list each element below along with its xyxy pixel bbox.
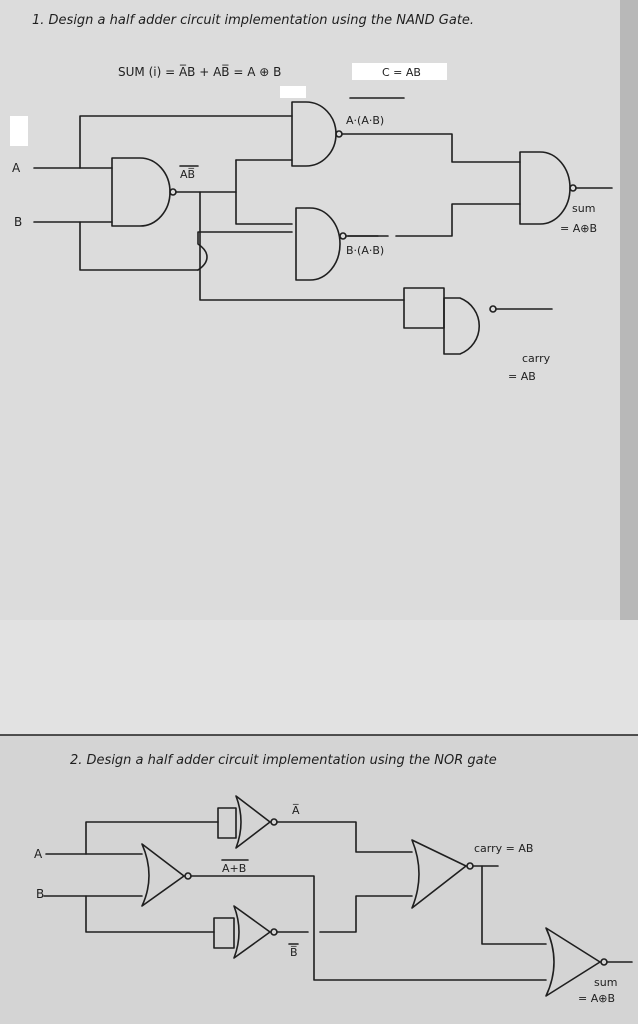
wire-nand1-carry: [199, 191, 405, 301]
problem2-title: 2. Design a half adder circuit implement…: [70, 753, 497, 768]
wire-b-down: [79, 221, 199, 271]
nor-not-a-gate: [235, 795, 271, 849]
sum-label: sum: [572, 202, 595, 215]
input-a-label: A: [12, 161, 21, 175]
nand-gate-sum: [519, 151, 571, 225]
nor-sum-value: = A⊕B: [578, 992, 615, 1005]
nor-not-b-gate: [233, 905, 271, 959]
highlight-patch: [280, 86, 306, 98]
sum-equation: SUM (i) = A̅B + AB̅ = A ⊕ B: [118, 64, 281, 79]
nor-wire-a-up: [85, 821, 219, 855]
nand-gate-1: [111, 157, 171, 227]
nand-gate-3: [295, 207, 341, 281]
wire-nand1-split: [235, 159, 293, 225]
nor-input-b-label: B: [36, 887, 44, 901]
nor-wire-sum: [190, 875, 547, 981]
paper-lower-sheet: [0, 735, 638, 1024]
nor-wire-not-a: [276, 821, 413, 853]
nand3-output-label: B·(A·B): [346, 244, 384, 257]
nor-sum-label: sum: [594, 976, 617, 989]
nor-gate-a-plus-b: [141, 843, 185, 907]
not-b-label: B̅: [290, 946, 298, 959]
nand-gate-2: [291, 101, 337, 167]
carry-value: = AB: [508, 370, 536, 383]
not-a-label: A̅: [292, 804, 300, 817]
carry-equation-box: [352, 63, 447, 80]
nor-output-label: A+B: [222, 862, 246, 875]
nor-wire-not-b: [276, 895, 413, 933]
paper-band: [0, 620, 638, 735]
input-b-label: B: [14, 215, 22, 229]
nand2-output-label: A·(A·B): [346, 114, 384, 127]
not-b-input-tie: [213, 917, 235, 949]
highlight-mark: [10, 116, 28, 146]
wire-a-up: [79, 115, 293, 169]
not-a-input-tie: [217, 807, 237, 839]
nor-input-a-label: A: [34, 847, 43, 861]
carry-label: carry: [522, 352, 551, 365]
nor-gate-sum: [545, 927, 601, 997]
page-edge-shadow: [620, 0, 638, 620]
nor-carry-label: carry = AB: [474, 842, 533, 855]
wire-b-to-nand3: [197, 231, 293, 271]
wire-nand2-out: [341, 133, 521, 163]
nor-wire-b-down: [85, 895, 215, 933]
nand-gate-carry: [443, 297, 481, 355]
nor-wire-carry-to-sum: [481, 865, 547, 945]
wire-nand3-out: [345, 203, 521, 237]
nand1-output-label: AB̅: [180, 168, 195, 181]
problem1-title: 1. Design a half adder circuit implement…: [32, 13, 474, 28]
sum-value: = A⊕B: [560, 222, 597, 235]
carry-equation: C = AB: [382, 66, 421, 79]
nor-gate-carry: [411, 839, 467, 909]
